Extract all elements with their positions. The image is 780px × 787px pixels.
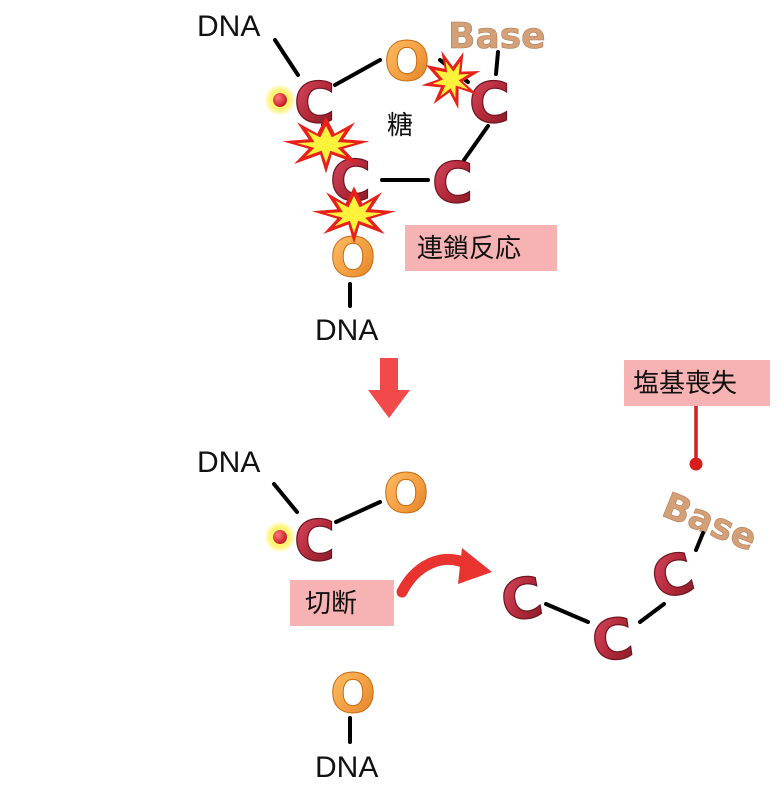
bond-dna-c1 (273, 38, 300, 77)
explosion-icon (312, 186, 396, 244)
bond-c1-ring-o (333, 58, 382, 87)
bond-dna-c (272, 482, 299, 514)
bond-c2-base (494, 50, 500, 76)
oxygen-fragment: O (383, 462, 429, 525)
curved-arrow-icon (396, 548, 492, 598)
base-loss-label: 塩基喪失 (633, 369, 737, 399)
chain-reaction-label-box (405, 225, 557, 271)
base-label-top: Base (448, 16, 546, 57)
carbon-c2: C (469, 71, 510, 136)
carbon-right: C (645, 540, 702, 613)
down-arrow-icon (368, 358, 410, 418)
dna-label-top: DNA (197, 10, 260, 43)
lower-oxygen: O (330, 662, 376, 725)
ring-oxygen: O (384, 30, 430, 93)
carbon-middle: C (588, 606, 638, 676)
top-molecule: DNA DNA C O C C C O Base 糖 連鎖反応 (197, 10, 557, 347)
explosion-icon (421, 50, 481, 110)
radical-dot-fragment (273, 530, 287, 544)
carbon-c3: C (432, 151, 473, 216)
dna-label-fragment-bottom: DNA (315, 751, 378, 784)
explosion-icon (282, 116, 370, 174)
bond-base-c (694, 531, 705, 552)
carbon-fragment: C (294, 509, 335, 574)
cleavage-label-box (290, 580, 394, 626)
sugar-label: 糖 (387, 111, 413, 141)
bottom-right-fragment: 塩基喪失 Base C C C (496, 360, 770, 676)
dna-label-bottom: DNA (315, 314, 378, 347)
carbon-left: C (496, 565, 548, 636)
dna-label-fragment-top: DNA (197, 446, 260, 479)
bond-c-o (334, 500, 382, 524)
base-loss-pointer-dot (689, 457, 703, 471)
chain-reaction-label: 連鎖反応 (417, 234, 521, 264)
cleavage-label: 切断 (305, 589, 357, 619)
bottom-left-fragment: DNA C O 切断 O DNA (197, 446, 429, 784)
bond-c2-c3 (462, 124, 490, 162)
bond-c-left-c-mid (544, 602, 590, 624)
bond-c-mid-c-right (638, 602, 666, 624)
base-loss-label-box (624, 360, 770, 406)
radical-dot (273, 93, 287, 107)
